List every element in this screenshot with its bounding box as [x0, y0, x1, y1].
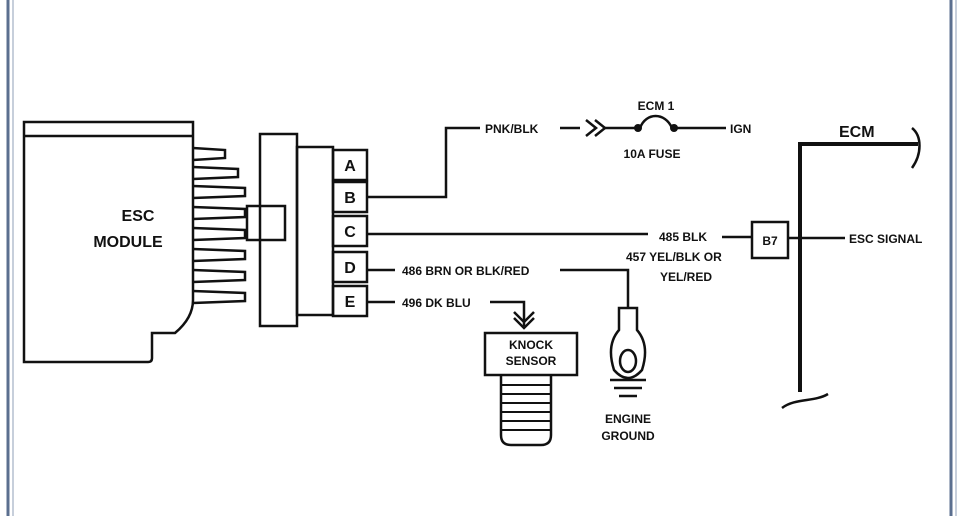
knock-sensor-threads: [499, 375, 553, 447]
ecm-outline: [798, 142, 918, 392]
wire-c-label: 485 BLK: [659, 230, 707, 244]
pin-box-c: [331, 214, 369, 248]
wire-e-label: 496 DK BLU: [402, 296, 471, 310]
module-connector-pins: [192, 146, 247, 305]
pin-label-a: A: [344, 158, 356, 175]
pin-label-c: C: [344, 224, 356, 241]
esc-signal-label: ESC SIGNAL: [849, 232, 922, 246]
pin-box-a: [331, 148, 369, 182]
knock-sensor-body: [483, 331, 579, 377]
pin-label-d: D: [344, 260, 356, 277]
knock-sensor-label-line1: KNOCK: [509, 338, 553, 352]
esc-module-body: [22, 120, 195, 364]
ground-terminal-hole: [618, 348, 638, 374]
wire-b-label: PNK/BLK: [485, 122, 539, 136]
fuse-rating-label: 10A FUSE: [624, 147, 681, 161]
fuse-terminal-right: [670, 124, 678, 132]
fuse-element: [638, 114, 674, 129]
engine-ground-label-line1: ENGINE: [605, 412, 651, 426]
wire-e-to-sensor: [490, 300, 526, 326]
pin-label-b: B: [344, 190, 356, 207]
esc-module-label-line1: ESC: [122, 208, 155, 225]
ground-wire-label-line1: 457 YEL/BLK OR: [626, 250, 722, 264]
ground-wire-label-line2: YEL/RED: [660, 270, 712, 284]
ecm-break-bottom: [781, 392, 829, 410]
ecm-label: ECM: [839, 124, 875, 141]
knock-sensor-thread-lines: [501, 384, 551, 431]
ground-terminal: [609, 306, 647, 380]
connector-latch: [245, 204, 287, 242]
wire-b-connector-chevron-1: [585, 119, 599, 137]
pin-box-d: [331, 250, 369, 284]
esc-module-label-line2: MODULE: [93, 234, 163, 251]
knock-sensor-chevron-2: [513, 317, 535, 330]
pin-label-e: E: [345, 294, 356, 311]
wire-d-label: 486 BRN OR BLK/RED: [402, 264, 530, 278]
ecm-pin-b7-label: B7: [762, 234, 778, 248]
knock-sensor-label-line2: SENSOR: [506, 354, 557, 368]
fuse-name-label: ECM 1: [638, 99, 675, 113]
ecm-pin-b7-box: [750, 220, 790, 260]
ignition-label: IGN: [730, 122, 751, 136]
knock-sensor-chevron-1: [513, 311, 535, 324]
wire-b: [367, 126, 480, 199]
ecm-break-top: [910, 127, 921, 169]
engine-ground-label-line2: GROUND: [601, 429, 655, 443]
wire-d-to-ground: [560, 268, 630, 308]
fuse-terminal-left: [634, 124, 642, 132]
